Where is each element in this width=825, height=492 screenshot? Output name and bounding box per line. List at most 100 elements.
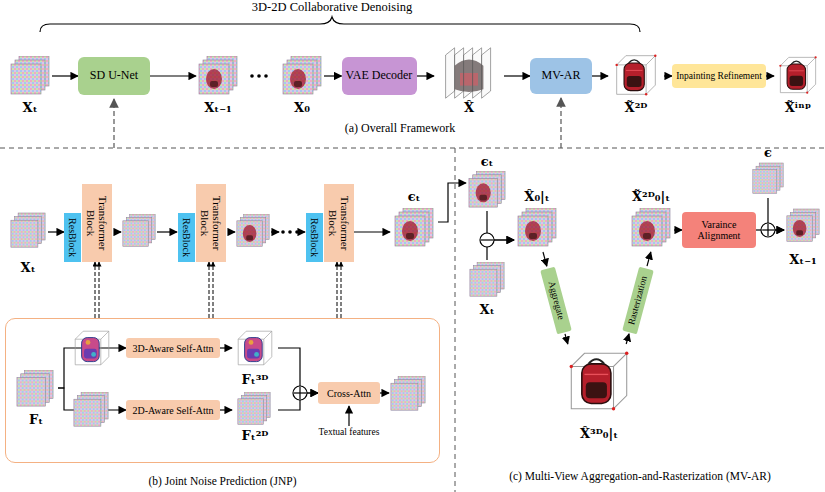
art-use (787, 209, 819, 241)
art-line (157, 231, 177, 232)
transformer-box: Transformer Block (324, 184, 354, 262)
connector-line (674, 229, 682, 230)
image-node: Fₜ (14, 366, 58, 428)
image-node: X₀ (280, 54, 324, 116)
node-text: Cross-Attn (327, 388, 371, 399)
resblock-box: ResBlock (178, 213, 195, 262)
connector-line (565, 334, 568, 344)
art-use (753, 163, 783, 193)
image-node: Fₜ³ᴰ (232, 326, 278, 388)
node-text: Xₜ (480, 303, 495, 318)
connector-line (438, 183, 466, 222)
flow-arrow (504, 76, 530, 77)
process-box: Varaince Alignment (682, 212, 756, 248)
operation-banner: Aggregate (540, 266, 572, 334)
transformer-box: Transformer Block (82, 184, 112, 262)
caption-label: (a) Overall Framework (250, 121, 550, 136)
connector-line (504, 75, 530, 76)
art-use (199, 56, 237, 94)
connector-line (626, 334, 629, 344)
image-node: Fₜ²ᴰ (232, 390, 278, 444)
flow-arrow (324, 76, 342, 77)
art-circle (264, 74, 268, 78)
flow-arrow (674, 230, 682, 231)
double-dashed-arrow (337, 262, 341, 318)
flow-arrow (592, 76, 608, 77)
flow-arrow (220, 410, 232, 411)
connector-line (99, 262, 100, 318)
module-panel: (b) Joint Noise Prediction (JNP) Fₜ 3D-Awa… (5, 318, 440, 490)
flow-arrow (48, 232, 64, 233)
caption-label: (c) Multi-View Aggregation-and-Rasteriza… (458, 470, 822, 482)
node-text: X̃²ᴰ (625, 101, 648, 116)
art-use (518, 208, 556, 246)
connector-line (337, 262, 338, 318)
art-line (455, 148, 456, 492)
art-use (17, 370, 53, 406)
connector-line (213, 262, 214, 318)
art-path (40, 17, 640, 32)
image-node: ϵₜ (466, 155, 508, 211)
figure-title: 3D-2D Collaborative Denoising (132, 0, 532, 15)
art-use (283, 56, 321, 94)
connector-line (354, 231, 390, 232)
double-dashed-arrow (209, 262, 213, 318)
node-text: Transformer Block (85, 189, 109, 257)
connector-line (664, 75, 672, 76)
art-use (615, 54, 656, 95)
node-text: MV-AR (542, 69, 581, 82)
node-text: X̃ⁱⁿᵖ (785, 101, 811, 116)
flow-arrow (52, 76, 78, 77)
image-node: ϵₜ (390, 190, 438, 252)
caption-label: Textual features (300, 427, 398, 437)
node-text: Fₜ³ᴰ (242, 373, 269, 388)
art-circle (295, 230, 299, 234)
resblock-box: ResBlock (64, 213, 81, 262)
node-text: Transformer Block (199, 189, 223, 257)
art-circle (257, 74, 261, 78)
connector-line (324, 75, 342, 76)
node-text: ϵₜ (408, 190, 421, 205)
node-text: Rasterization (626, 274, 649, 325)
flow-arrow (417, 76, 435, 77)
node-text: X̂₀|ₜ (524, 190, 549, 205)
image-node: ϵ (750, 146, 786, 198)
art-use (75, 331, 109, 365)
art-use (446, 48, 491, 98)
operation-banner: Rasterization (622, 266, 654, 334)
connector-line (150, 75, 196, 76)
node-text: Fₜ (29, 413, 43, 428)
flow-arrow (354, 232, 390, 233)
art-use (570, 352, 629, 411)
node-text: ϵ (764, 146, 772, 161)
art-line (294, 392, 306, 393)
node-text: Aggregate (546, 280, 566, 321)
connector-line (48, 231, 64, 232)
flow-arrow (543, 252, 547, 266)
flow-arrow (565, 334, 568, 344)
node-text: (b) Joint Noise Prediction (JNP) (5, 475, 440, 487)
connector-line (543, 252, 547, 266)
image-node: Xₜ (8, 54, 52, 116)
attention-box: 2D-Aware Self-Attn (126, 400, 220, 420)
connector-line (52, 75, 78, 76)
image-node: Xₜ (8, 210, 48, 276)
connector-line (341, 262, 342, 318)
art-use (395, 208, 433, 246)
art-line (0, 148, 825, 149)
art-line (348, 406, 349, 426)
connector-line (647, 252, 651, 266)
image-node: Xₜ₋₁ (196, 54, 240, 116)
node-text: 3D-Aware Self-Attn (132, 343, 213, 354)
image-node: Xₜ (466, 260, 508, 318)
flow-arrow (150, 76, 196, 77)
image-node: X̂₀|ₜ (514, 190, 560, 252)
flow-arrow (220, 348, 232, 349)
art-line (114, 231, 121, 232)
art-circle (480, 233, 494, 247)
flow-arrow (766, 76, 774, 77)
node-text: X̂³ᴰ₀|ₜ (580, 427, 618, 442)
art-circle (288, 230, 292, 234)
image-node: X̃ⁱⁿᵖ (774, 54, 822, 116)
